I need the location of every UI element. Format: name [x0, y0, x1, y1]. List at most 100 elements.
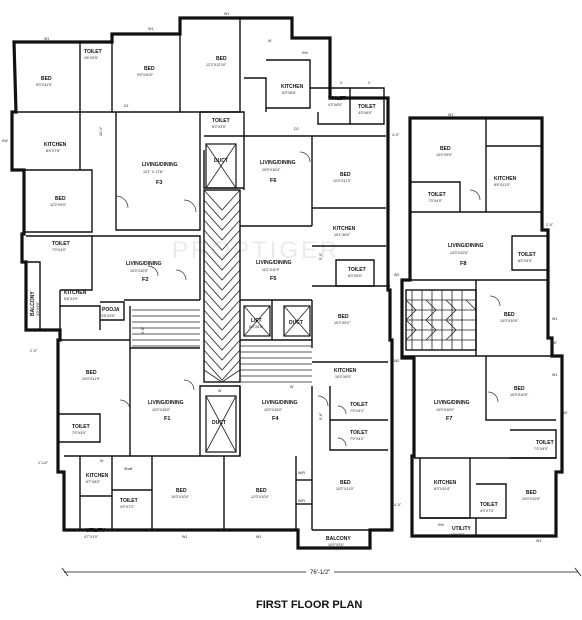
flat-label: F1 — [164, 416, 171, 422]
flat-label: F5 — [270, 276, 277, 282]
room-dim: 7'0"X4'0" — [72, 431, 87, 435]
room-label: TOILET — [348, 267, 366, 273]
room-dim: 9'9"X10'2" — [137, 73, 154, 77]
mark: W — [100, 459, 104, 463]
room-dim: 7'0"X4'2" — [350, 437, 365, 441]
room-label: BED — [514, 386, 525, 392]
room-dim: 10'0"X15'0" — [264, 408, 283, 412]
mark: V — [340, 81, 343, 85]
room-dim: 10'2"X9'2" — [334, 321, 351, 325]
mark: W/R — [298, 499, 305, 503]
dim-text: 4'-0" — [392, 133, 400, 137]
room-dim: 4'0"X7'0" — [480, 509, 495, 513]
outer-walls — [10, 16, 564, 550]
room-label: BED — [55, 196, 66, 202]
room-label: UTILITY — [452, 526, 472, 532]
room-dim: 4'3"X6'0" — [328, 103, 343, 107]
room-dim: 10'0"X9'0" — [436, 153, 453, 157]
flat-label: F2 — [142, 277, 149, 283]
mark: W2 — [394, 273, 399, 277]
room-label: KITCHEN — [64, 290, 87, 296]
room-label: BED — [256, 488, 267, 494]
room-label: TOILET — [480, 502, 498, 508]
room-label: KITCHEN — [86, 473, 109, 479]
overall-dimension-text: 76'-1/2" — [310, 570, 330, 576]
mark: KW — [438, 523, 444, 527]
room-dim: 10'0"X10'0" — [130, 269, 149, 273]
room-label: KITCHEN — [494, 176, 517, 182]
room-label: KITCHEN — [434, 480, 457, 486]
room-dim: 10'0"X6'0" — [335, 375, 352, 379]
room-label: Shaft — [124, 467, 132, 471]
room-label: TOILET — [84, 49, 102, 55]
mark: W1 — [536, 539, 541, 543]
dim-text: 5'-0" — [319, 252, 323, 260]
room-dim: 10'3"X11'3" — [333, 179, 352, 183]
room-dim: 12'2"X9'0" — [50, 203, 67, 207]
room-label: TOILET — [428, 192, 446, 198]
room-label: KITCHEN — [44, 142, 67, 148]
room-dim: 4'0"X3'0" — [450, 533, 465, 537]
room-dim: 5'0"X3'0" — [212, 125, 227, 129]
room-dim: 8'3"X10'4" — [434, 487, 451, 491]
room-label: BED — [526, 490, 537, 496]
overall-dimension: 76'-1/2" — [61, 566, 582, 577]
room-dim: 5'6"X1'0" — [64, 297, 79, 301]
flat-label: F8 — [460, 261, 467, 267]
mark: W1 — [44, 37, 49, 41]
room-label: DUCT — [214, 158, 228, 164]
lift-duct-boxes — [205, 143, 311, 453]
room-label: POOJA — [102, 307, 120, 313]
room-label: BED — [176, 488, 187, 494]
room-dim: 8'0"X4'0" — [518, 259, 533, 263]
room-dim: 10'0"X10'0" — [510, 393, 529, 397]
room-dim: 12'1" X 17'6" — [143, 170, 164, 174]
room-dim: 6'0"X5'0" — [348, 274, 363, 278]
room-dim: 5'0"X6'6" — [249, 325, 264, 329]
room-label: UTILITY — [86, 528, 106, 534]
room-label: LIVING/DINING — [256, 260, 292, 266]
room-label: BALCONY — [30, 291, 36, 316]
mark: KW — [302, 51, 308, 55]
room-label: TOILET — [536, 440, 554, 446]
room-dim: 8'3"X6'6" — [282, 91, 297, 95]
room-label: BED — [144, 66, 155, 72]
page-title: FIRST FLOOR PLAN — [256, 599, 362, 611]
room-label: DUCT — [289, 320, 303, 326]
mark: W1 — [256, 535, 261, 539]
room-label: LIVING/DINING — [448, 243, 484, 249]
dim-text: 10' — [563, 411, 568, 415]
stair-core-left — [132, 189, 312, 383]
room-label: BED — [216, 56, 227, 62]
interior-walls-left — [16, 18, 390, 531]
room-dim: 7'0"X4'0" — [52, 248, 67, 252]
room-label: TOILET — [52, 241, 70, 247]
mark: W1 — [552, 373, 557, 377]
stair-core-right — [405, 289, 477, 351]
room-dim: 4'6"X5'5" — [84, 56, 99, 60]
dim-text: 22'-4" — [99, 126, 103, 136]
room-dim: 14'3"X10'0" — [450, 251, 469, 255]
room-label: BED — [340, 172, 351, 178]
mark: W2 — [394, 359, 399, 363]
room-dim: 6'6"X11'0" — [494, 183, 511, 187]
flat-label: F4 — [272, 416, 279, 422]
room-label: LIVING/DINING — [148, 400, 184, 406]
dim-text: 5'-6" — [319, 412, 323, 420]
room-dim: 10'0"X10'0" — [171, 495, 190, 499]
door-swings — [115, 151, 501, 447]
mark: KW — [2, 139, 8, 143]
room-label: TOILET — [72, 424, 90, 430]
room-label: BALCONY — [326, 536, 351, 542]
room-dim: 10'0"X15'0" — [152, 408, 171, 412]
room-labels: BED 9'0"X11'0" TOILET 4'6"X5'5" BED 9'9"… — [30, 49, 554, 547]
room-label: KITCHEN — [281, 84, 304, 90]
mark: W1 — [148, 27, 153, 31]
room-label: BED — [340, 480, 351, 486]
room-dim: 7'0"X4'0" — [534, 447, 549, 451]
room-dim: 3'0"X9'0" — [36, 301, 40, 316]
dim-text: 3'-5" — [141, 326, 145, 334]
room-label: TOILET — [518, 252, 536, 258]
room-dim: 4'0"X6'0" — [358, 111, 373, 115]
